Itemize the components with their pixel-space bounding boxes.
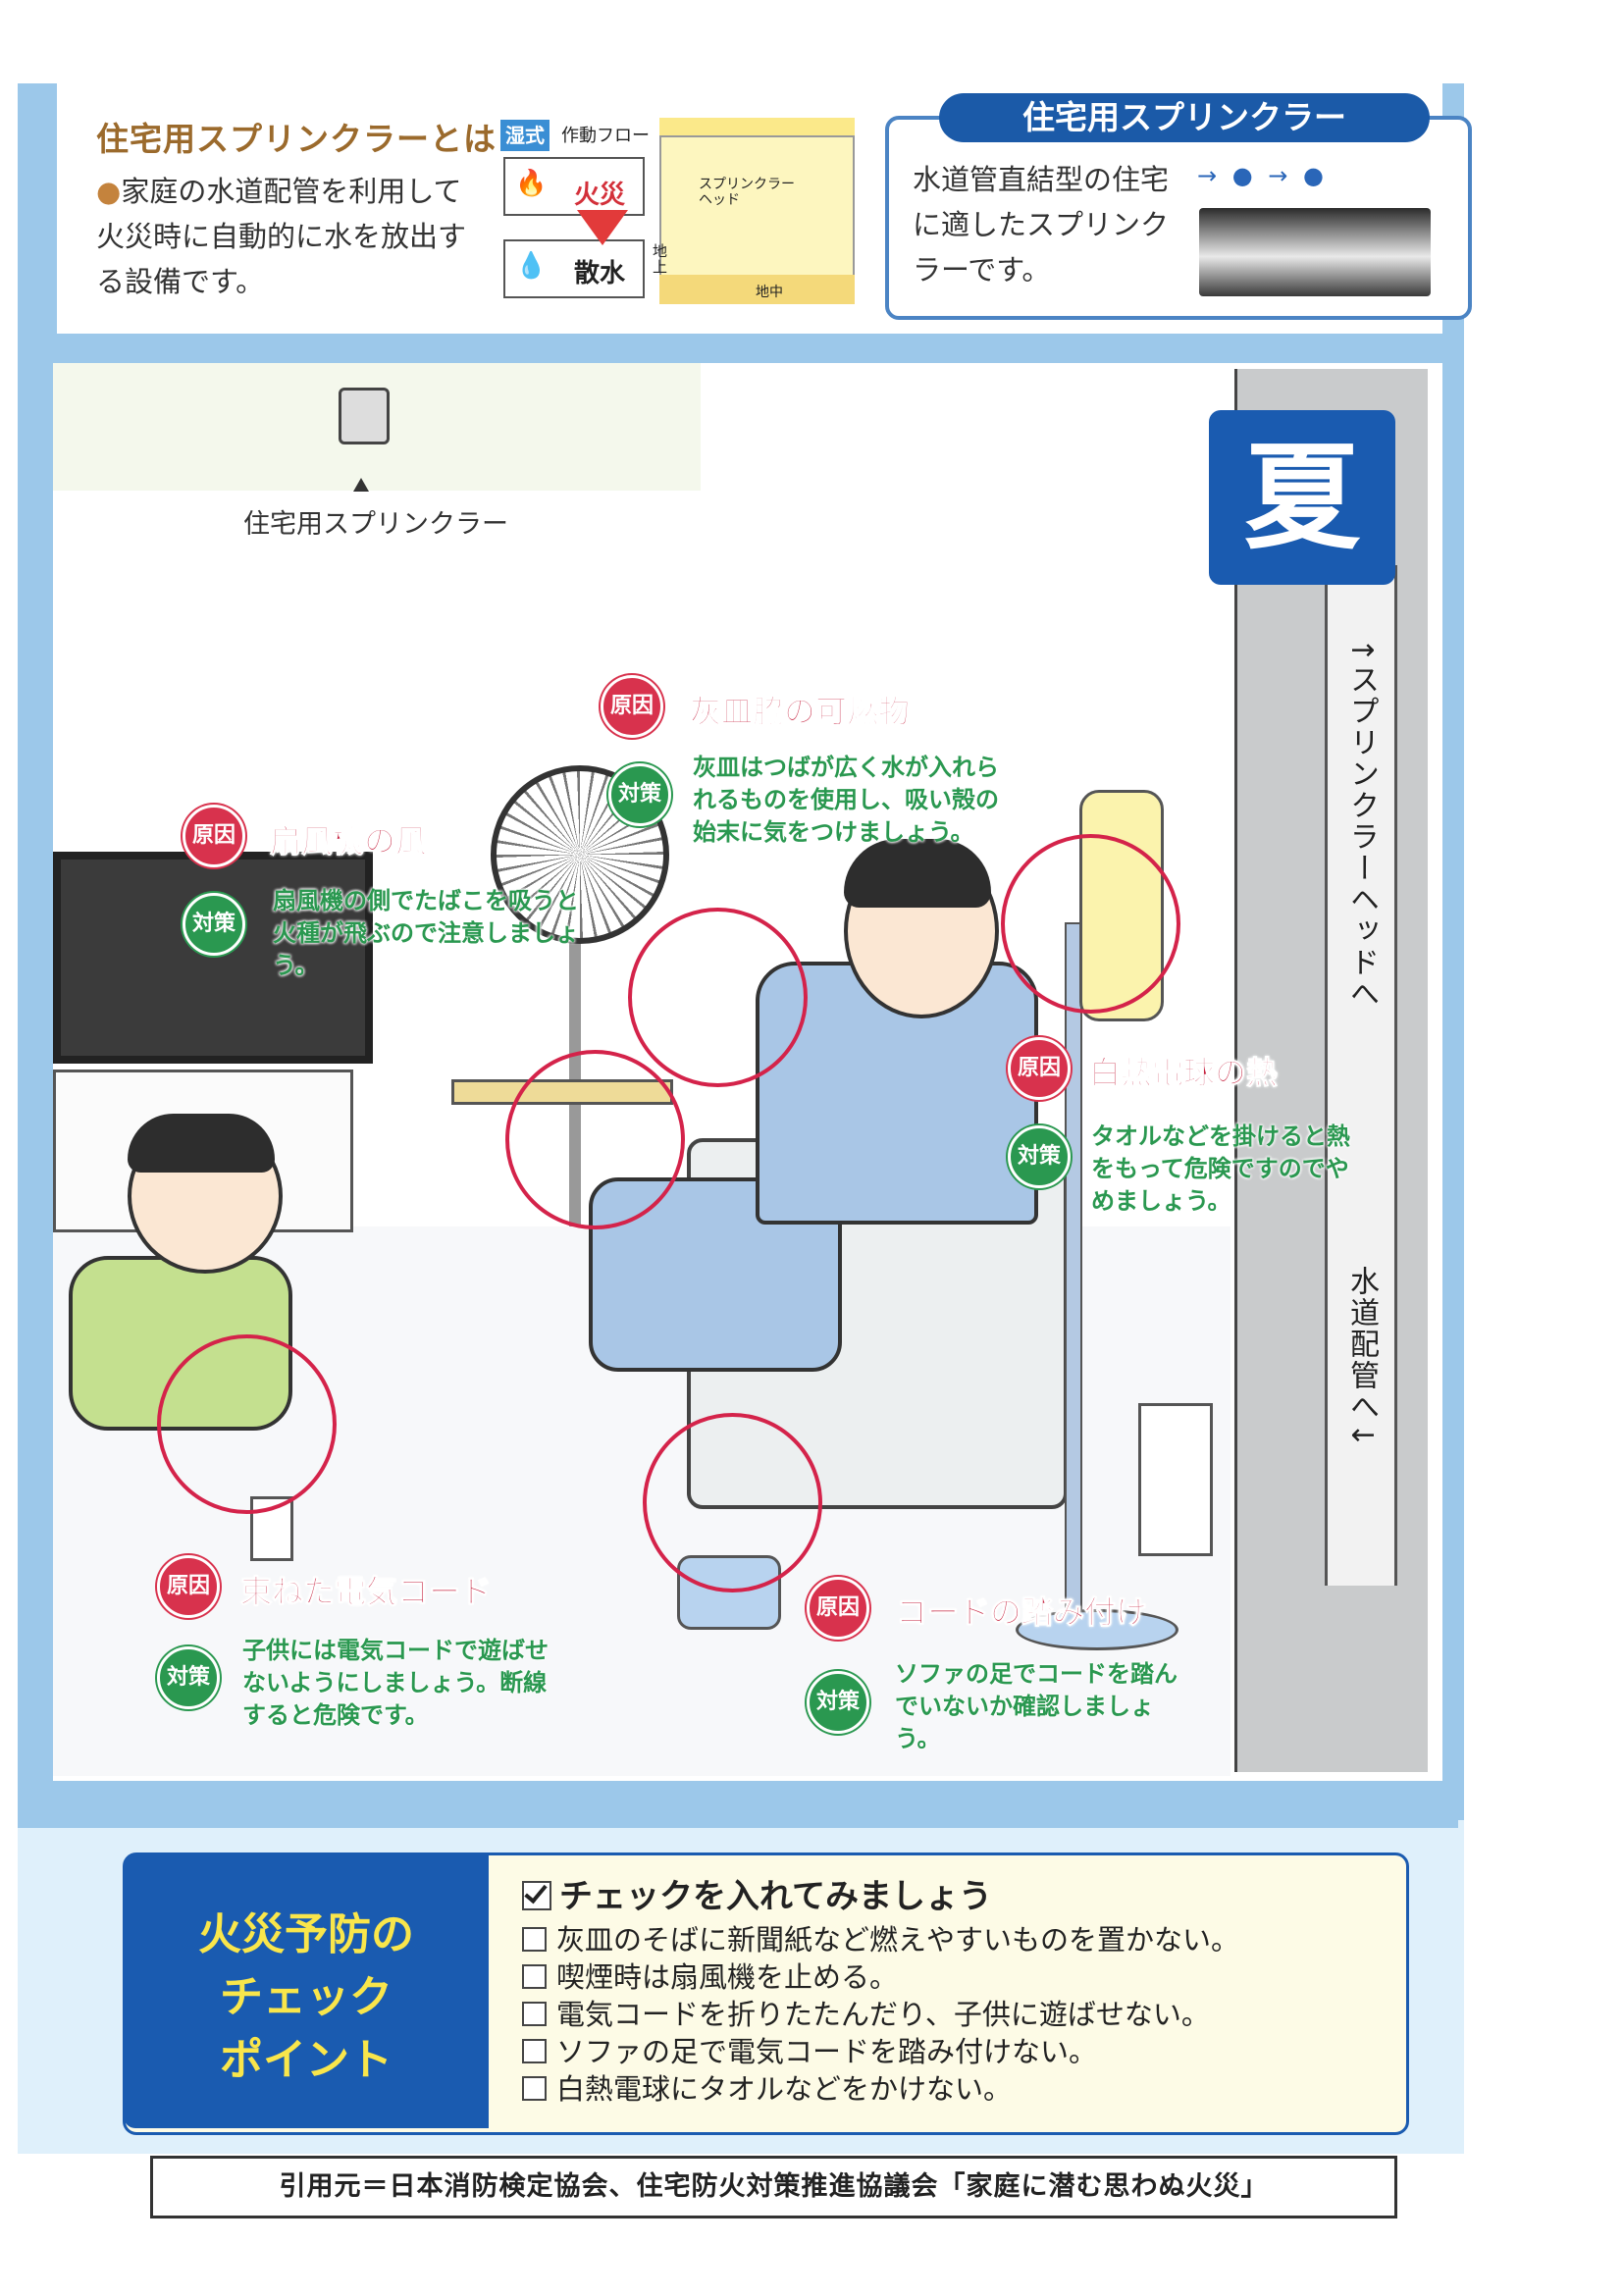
checklist-title-panel: [124, 1853, 489, 2128]
pipe-label-top: ↑スプリンクラーヘッドへ: [1344, 638, 1379, 1011]
checkbox[interactable]: [522, 1964, 547, 1989]
hazard-ring-cord: [157, 1334, 337, 1514]
hazard-ring-smoking: [628, 908, 808, 1087]
spray-box: [503, 239, 645, 298]
cause-badge: 原因: [157, 1555, 220, 1618]
checklist-item-text: ソファの足で電気コードを踏み付けない。: [556, 2035, 1098, 2068]
above-ground-label: 地上: [653, 242, 668, 276]
sprinkler-panel-tab: 住宅用スプリンクラー: [939, 93, 1430, 142]
cause-badge: 原因: [183, 805, 245, 867]
measure-badge: 対策: [807, 1671, 869, 1734]
checklist-item: ソファの足で電気コードを踏み付けない。: [522, 2033, 1239, 2070]
wet-type-badge: 湿式: [500, 120, 550, 151]
floor-lamp-base: [1016, 1609, 1178, 1650]
sprinkler-panel-text: 水道管直結型の住宅に適したスプリンクラーです。: [913, 163, 1170, 287]
checklist-item: 喫煙時は扇風機を止める。: [522, 1958, 1239, 1996]
measure-badge: 対策: [608, 763, 671, 826]
measure-text-bundled-cord: 子供には電気コードで遊ばせないようにしましょう。断線すると危険です。: [242, 1637, 549, 1729]
checklist-items: 灰皿のそばに新聞紙など燃えやすいものを置かない。 喫煙時は扇風機を止める。 電気…: [522, 1921, 1239, 2108]
checklist-item-text: 白熱電球にタオルなどをかけない。: [556, 2072, 1013, 2106]
water-pipe: [1325, 565, 1397, 1586]
checklist-title-line: チェック: [220, 1972, 393, 2022]
ceiling-sprinkler-icon: [339, 388, 390, 444]
checklist-title-line: ポイント: [220, 2035, 393, 2085]
measure-text-fan: 扇風機の側でたばこを吸うと火種が飛ぶので注意しましょう。: [273, 887, 579, 979]
middle-frame: [18, 1781, 1458, 1828]
checklist-item: 灰皿のそばに新聞紙など燃えやすいものを置かない。: [522, 1921, 1239, 1958]
hazard-ring-ashtray: [505, 1050, 685, 1229]
pointer-triangle-icon: [353, 478, 369, 492]
cause-badge: 原因: [601, 675, 663, 738]
cause-title-lamp: 白熱電球の熱: [1088, 1054, 1279, 1092]
boy-hair: [128, 1114, 275, 1173]
info-description: ●家庭の水道配管を利用して火災時に自動的に水を放出する設備です。: [96, 169, 484, 304]
season-badge: 夏: [1209, 410, 1395, 585]
checklist-item: 白熱電球にタオルなどをかけない。: [522, 2070, 1239, 2108]
measure-text-ashtray: 灰皿はつばが広く水が入れられるものを使用し、吸い殻の始末に気をつけましょう。: [693, 754, 999, 846]
flame-icon: 🔥: [515, 169, 548, 198]
cause-title-fan: 扇風機の風: [269, 822, 428, 861]
checklist-item-text: 灰皿のそばに新聞紙など燃えやすいものを置かない。: [556, 1923, 1240, 1957]
measure-text-lamp: タオルなどを掛けると熱をもって危険ですのでやめましょう。: [1091, 1122, 1350, 1215]
checkbox[interactable]: [522, 2002, 547, 2026]
checked-box-icon: [522, 1881, 551, 1910]
measure-badge: 対策: [183, 893, 245, 956]
checklist-item: 電気コードを折りたたんだり、子供に遊ばせない。: [522, 1996, 1239, 2033]
house-roof: [659, 118, 855, 137]
measure-text-stepped-cord: ソファの足でコードを踏んでいないか確認しましょう。: [895, 1660, 1178, 1752]
hazard-ring-sofa-cord: [643, 1413, 822, 1592]
television: [53, 852, 373, 1064]
ceiling-sprinkler-label: 住宅用スプリンクラー: [243, 509, 508, 540]
checklist-item-text: 喫煙時は扇風機を止める。: [556, 1960, 899, 1994]
spray-label: 散水: [574, 259, 626, 288]
fire-box: [503, 157, 645, 216]
electric-fan-icon: [491, 765, 669, 944]
cause-title-bundled-cord: 束ねた電気コード: [239, 1573, 493, 1611]
measure-badge: 対策: [157, 1646, 220, 1709]
checklist-title-line: 火災予防の: [198, 1909, 414, 1959]
sprinkler-head-sequence: → ● → ●: [1197, 162, 1328, 189]
cause-badge: 原因: [1008, 1037, 1071, 1100]
house-ground: [659, 275, 855, 304]
sprinkler-head-label: スプリンクラーヘッド: [699, 177, 795, 208]
checkbox[interactable]: [522, 1927, 547, 1952]
checkbox[interactable]: [522, 2076, 547, 2101]
down-arrow-icon: [577, 210, 628, 245]
checklist-item-text: 電気コードを折りたたんだり、子供に遊ばせない。: [556, 1998, 1210, 2031]
fire-label: 火災: [574, 181, 626, 210]
flow-label: 作動フロー: [561, 126, 650, 146]
measure-badge: 対策: [1008, 1125, 1071, 1188]
underground-label: 地中: [756, 285, 783, 300]
source-citation: 引用元＝日本消防検定協会、住宅防火対策推進協議会「家庭に潜む思わぬ火災」: [150, 2156, 1397, 2218]
info-description-text: 家庭の水道配管を利用して火災時に自動的に水を放出する設備です。: [96, 175, 467, 298]
water-drop-icon: 💧: [515, 251, 548, 281]
checkbox[interactable]: [522, 2039, 547, 2063]
checklist-title: 火災予防の チェック ポイント: [124, 1904, 489, 2092]
cause-badge: 原因: [807, 1577, 869, 1640]
checklist-heading-text: チェックを入れてみましょう: [559, 1877, 992, 1916]
checklist-heading: チェックを入れてみましょう: [522, 1869, 992, 1917]
left-frame: [18, 83, 53, 1825]
bullet: ●: [96, 175, 122, 208]
hazard-ring-lamp: [1001, 834, 1180, 1014]
info-title: 住宅用スプリンクラーとは: [96, 120, 497, 158]
floor-lamp-pole: [1065, 922, 1082, 1613]
cause-title-stepped-cord: コードの踏み付け: [895, 1593, 1148, 1632]
man-hair: [844, 839, 991, 908]
right-frame: [1442, 83, 1464, 1828]
wall-outlet: [1138, 1403, 1213, 1556]
spray-photo: [1199, 208, 1431, 296]
cause-title-ashtray: 灰皿脇の可燃物: [689, 693, 911, 731]
pipe-label-bottom: 水道配管へ↓: [1344, 1266, 1379, 1450]
